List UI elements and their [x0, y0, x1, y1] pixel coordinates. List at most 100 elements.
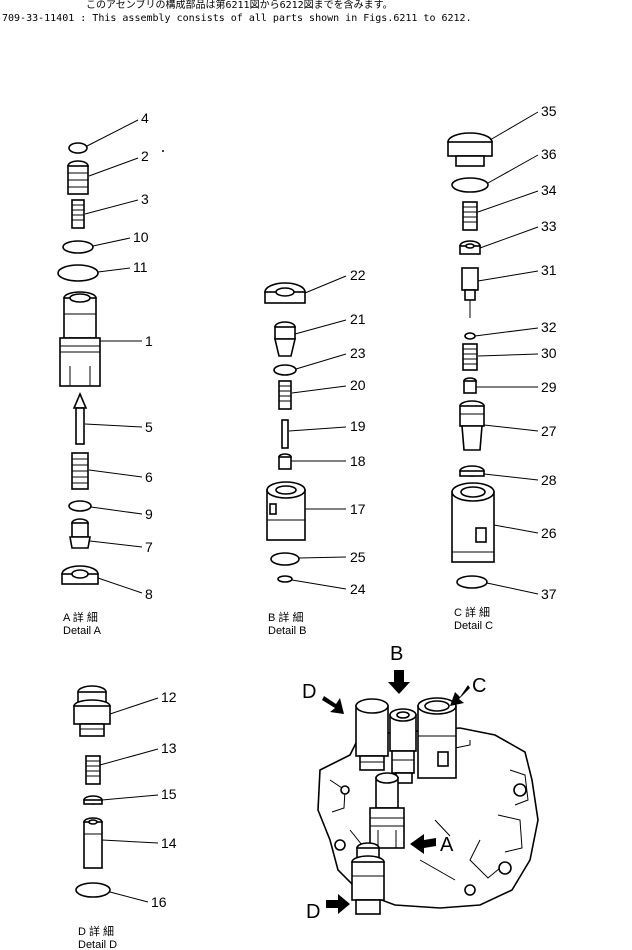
- callout-24: 24: [350, 581, 366, 597]
- header-english-note: 709-33-11401 : This assembly consists of…: [2, 13, 472, 24]
- arrow-a-label: A: [440, 834, 454, 856]
- part-19-pin[interactable]: [281, 419, 289, 449]
- scan-speck: [162, 150, 164, 152]
- arrow-c: C: [450, 675, 486, 706]
- callout-13: 13: [161, 740, 177, 756]
- callout-9: 9: [145, 506, 153, 522]
- part-21-plug[interactable]: [273, 321, 297, 357]
- part-27-spool[interactable]: [459, 400, 485, 451]
- part-12-cap[interactable]: [73, 685, 111, 737]
- part-2-seat[interactable]: [67, 160, 89, 195]
- callout-28: 28: [541, 472, 557, 488]
- callout-15: 15: [161, 786, 177, 802]
- part-30-spring[interactable]: [462, 343, 478, 371]
- arrow-b: B: [388, 643, 410, 694]
- callout-17: 17: [350, 501, 366, 517]
- callout-3: 3: [141, 191, 149, 207]
- part-29-plug[interactable]: [463, 377, 477, 394]
- part-31-valve[interactable]: [461, 267, 479, 318]
- detail-b-caption-jp: B 詳 細: [268, 610, 303, 624]
- part-7-poppet[interactable]: [69, 518, 91, 549]
- part-28-ring[interactable]: [459, 465, 485, 477]
- part-18-plug[interactable]: [278, 453, 292, 470]
- part-34-spring[interactable]: [462, 201, 478, 231]
- detail-b-group: 22 21 23 20 19: [264, 267, 366, 637]
- arrow-d-lower-label: D: [306, 901, 320, 923]
- assembly-plug-b[interactable]: [389, 708, 417, 784]
- callout-12: 12: [161, 689, 177, 705]
- part-22-nut[interactable]: [264, 282, 306, 304]
- part-36-o-ring[interactable]: [451, 177, 489, 193]
- callout-1: 1: [145, 333, 153, 349]
- callout-25: 25: [350, 549, 366, 565]
- part-6-spring[interactable]: [71, 452, 89, 490]
- callout-26: 26: [541, 525, 557, 541]
- callout-23: 23: [350, 345, 366, 361]
- arrow-c-label: C: [472, 675, 486, 697]
- callout-37: 37: [541, 586, 557, 602]
- detail-c-group: 35 36 34 33 31: [447, 103, 557, 632]
- callout-11: 11: [133, 259, 148, 275]
- part-5-needle[interactable]: [72, 391, 88, 445]
- part-3-spring[interactable]: [71, 199, 85, 229]
- callout-22: 22: [350, 267, 366, 283]
- part-9-o-ring[interactable]: [68, 500, 92, 512]
- part-35-cap[interactable]: [447, 132, 493, 167]
- part-4-ring[interactable]: [68, 142, 88, 154]
- callout-10: 10: [133, 229, 149, 245]
- callout-29: 29: [541, 379, 557, 395]
- assembly-valve-a[interactable]: [369, 772, 405, 849]
- callout-8: 8: [145, 586, 153, 602]
- part-26-sleeve[interactable]: [451, 482, 495, 563]
- valve-assembly-view: B C D A D: [302, 643, 539, 923]
- part-14-piston[interactable]: [83, 817, 103, 869]
- callout-19: 19: [350, 418, 366, 434]
- callout-5: 5: [145, 419, 153, 435]
- callout-18: 18: [350, 453, 366, 469]
- part-10-o-ring[interactable]: [62, 240, 94, 254]
- callout-32: 32: [541, 319, 557, 335]
- header-japanese-note: このアセンブリの構成部品は第6211図から6212図までを含みます。: [86, 0, 393, 11]
- part-11-o-ring[interactable]: [57, 264, 99, 282]
- part-17-housing[interactable]: [266, 481, 306, 541]
- callout-31: 31: [541, 262, 557, 278]
- callout-27: 27: [541, 423, 557, 439]
- arrow-d-upper: D: [302, 681, 344, 714]
- detail-a-caption: Detail A: [63, 625, 102, 637]
- part-1-valve-body[interactable]: [59, 291, 101, 387]
- detail-d-group: 12 13 15 14 16 D 詳 細: [73, 685, 177, 950]
- assembly-cap-d-lower[interactable]: [351, 842, 385, 915]
- arrow-b-label: B: [390, 643, 403, 665]
- callout-36: 36: [541, 146, 557, 162]
- detail-a-group: 4 2 3 10 11: [57, 110, 153, 637]
- detail-d-caption: Detail D: [78, 939, 117, 950]
- detail-b-caption: Detail B: [268, 625, 307, 637]
- part-24-ring[interactable]: [277, 575, 293, 583]
- callout-33: 33: [541, 218, 557, 234]
- detail-c-caption: Detail C: [454, 620, 493, 632]
- callout-20: 20: [350, 377, 366, 393]
- part-32-ring[interactable]: [464, 332, 476, 340]
- part-13-spring[interactable]: [85, 755, 101, 785]
- callout-4: 4: [141, 110, 149, 126]
- arrow-d-upper-label: D: [302, 681, 316, 703]
- callout-6: 6: [145, 469, 153, 485]
- part-15-ring[interactable]: [83, 795, 103, 805]
- part-37-o-ring[interactable]: [456, 575, 488, 589]
- part-25-o-ring[interactable]: [270, 552, 300, 566]
- assembly-cap-d-upper[interactable]: [355, 698, 389, 771]
- callout-21: 21: [350, 311, 366, 327]
- detail-d-caption-jp: D 詳 細: [78, 924, 114, 938]
- callout-2: 2: [141, 148, 149, 164]
- arrow-a: A: [410, 834, 454, 856]
- callout-16: 16: [151, 894, 167, 910]
- part-33-seat[interactable]: [459, 240, 481, 255]
- part-23-o-ring[interactable]: [273, 364, 297, 376]
- arrow-d-lower: D: [306, 894, 350, 923]
- part-20-spring[interactable]: [278, 380, 292, 410]
- callout-34: 34: [541, 182, 557, 198]
- assembly-sleeve-c[interactable]: [417, 697, 457, 779]
- part-16-o-ring[interactable]: [75, 882, 111, 898]
- part-8-nut[interactable]: [61, 565, 99, 585]
